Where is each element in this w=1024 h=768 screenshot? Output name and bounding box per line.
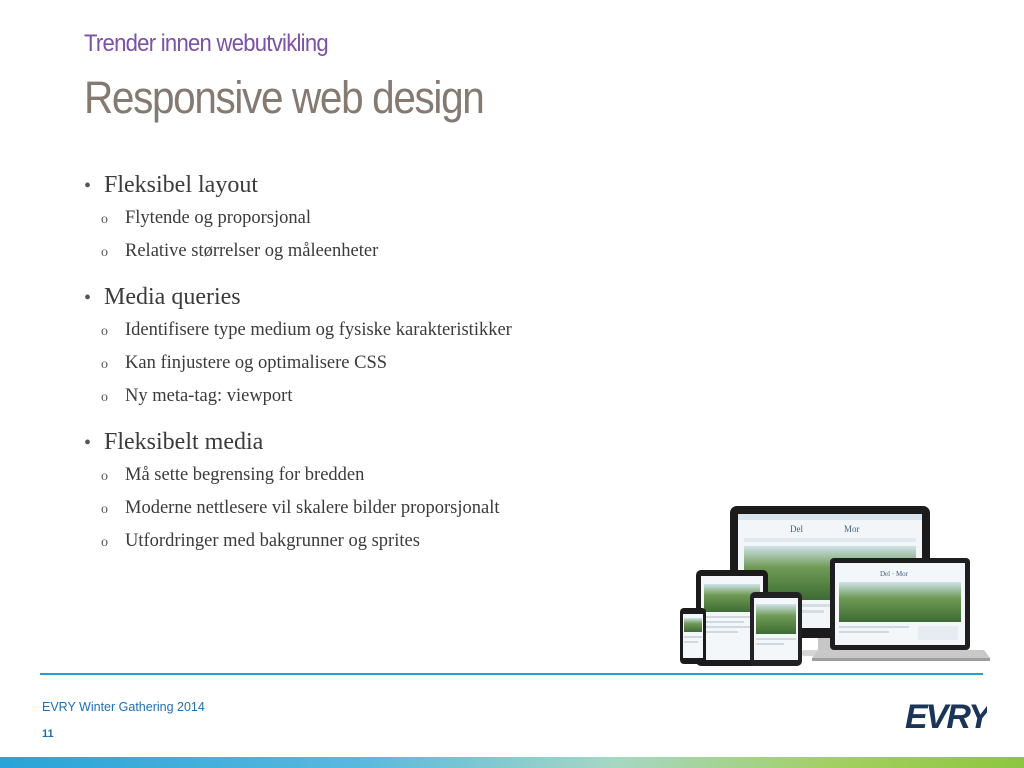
responsive-devices-image: Del Mor Del · Mor (680, 506, 990, 666)
sub-bullet-item: o Flytende og proporsjonal (84, 208, 704, 241)
sub-bullet-icon: o (101, 469, 108, 484)
bullet-icon: • (84, 175, 92, 197)
bullet-label: Fleksibelt media (104, 429, 264, 455)
sub-bullet-item: o Moderne nettlesere vil skalere bilder … (84, 498, 704, 531)
sub-bullet-label: Kan finjustere og optimalisere CSS (125, 353, 388, 373)
sub-bullet-item: o Identifisere type medium og fysiske ka… (84, 320, 704, 353)
slide-kicker: Trender innen webutvikling (84, 30, 329, 57)
bullet-icon: • (84, 432, 92, 454)
sub-bullet-icon: o (101, 212, 108, 227)
sub-bullet-label: Moderne nettlesere vil skalere bilder pr… (125, 498, 500, 518)
bullet-label: Media queries (104, 284, 241, 310)
bullet-group: • Fleksibelt media o Må sette begrensing… (84, 429, 704, 564)
sub-bullet-icon: o (101, 324, 108, 339)
bullet-label: Fleksibel layout (104, 172, 258, 198)
sub-bullet-item: o Kan finjustere og optimalisere CSS (84, 353, 704, 386)
sub-bullet-label: Utfordringer med bakgrunner og sprites (125, 531, 420, 551)
page-number: 11 (42, 728, 54, 740)
svg-text:Mor: Mor (844, 524, 860, 534)
evry-logo: EVRY (905, 698, 987, 736)
sub-bullet-label: Relative størrelser og måleenheter (125, 241, 379, 261)
sub-bullet-item: o Utfordringer med bakgrunner og sprites (84, 531, 704, 564)
bullet-item: • Media queries (84, 284, 704, 320)
sub-bullet-icon: o (101, 357, 108, 372)
bullet-item: • Fleksibel layout (84, 172, 704, 208)
sub-bullet-icon: o (101, 502, 108, 517)
svg-text:Del · Mor: Del · Mor (880, 570, 909, 578)
bullet-list: • Fleksibel layout o Flytende og propors… (84, 172, 704, 574)
sub-bullet-label: Må sette begrensing for bredden (125, 465, 365, 485)
footer-event-label: EVRY Winter Gathering 2014 (42, 700, 205, 714)
sub-bullet-item: o Relative størrelser og måleenheter (84, 241, 704, 274)
sub-bullet-icon: o (101, 245, 108, 260)
bullet-icon: • (84, 287, 92, 309)
sub-bullet-icon: o (101, 535, 108, 550)
svg-text:Del: Del (790, 524, 803, 534)
bottom-gradient-bar (0, 757, 1024, 768)
bullet-group: • Media queries o Identifisere type medi… (84, 284, 704, 419)
slide-title: Responsive web design (84, 72, 485, 123)
sub-bullet-label: Identifisere type medium og fysiske kara… (125, 320, 512, 340)
sub-bullet-item: o Må sette begrensing for bredden (84, 465, 704, 498)
sub-bullet-label: Ny meta-tag: viewport (125, 386, 293, 406)
footer-divider (40, 673, 983, 675)
bullet-item: • Fleksibelt media (84, 429, 704, 465)
sub-bullet-label: Flytende og proporsjonal (125, 208, 312, 228)
svg-text:EVRY: EVRY (905, 698, 987, 736)
bullet-group: • Fleksibel layout o Flytende og propors… (84, 172, 704, 274)
sub-bullet-icon: o (101, 390, 108, 405)
sub-bullet-item: o Ny meta-tag: viewport (84, 386, 704, 419)
